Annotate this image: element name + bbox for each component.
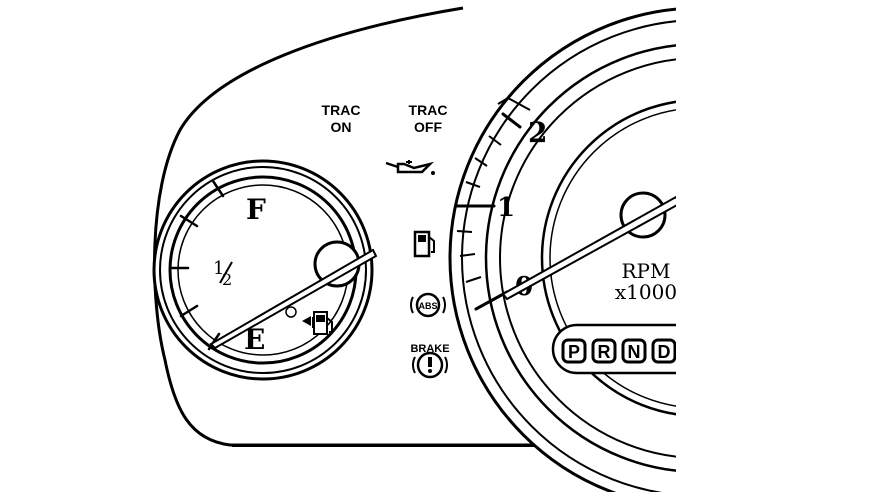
tach-unit-x1000: x1000	[615, 280, 677, 304]
svg-text:ON: ON	[331, 119, 352, 135]
brake-indicator: BRAKE	[410, 343, 450, 379]
fuel-indicator-dot	[285, 306, 297, 318]
tachometer: 2 1 0 RPM x1000 P R N D	[448, 7, 677, 492]
crop-mask	[677, 0, 880, 492]
tach-label-2: 2	[528, 116, 547, 149]
tach-ticks	[455, 112, 522, 311]
svg-text:P: P	[568, 342, 580, 362]
gear-r: R	[591, 338, 617, 364]
trac-off-indicator: TRAC OFF	[409, 102, 448, 135]
brake-warning-icon	[412, 351, 448, 379]
fuel-full-label: F	[246, 193, 266, 226]
tach-needle	[501, 195, 676, 301]
fuel-pump-icon	[413, 230, 435, 258]
svg-text:ABS: ABS	[418, 301, 437, 311]
fuel-empty-label: E	[244, 323, 265, 356]
abs-indicator: ABS	[410, 292, 446, 318]
indicator-panel: TRAC ON TRAC OFF ABS	[322, 102, 450, 379]
svg-text:1: 1	[213, 258, 224, 279]
oil-can-icon	[385, 160, 435, 175]
svg-text:BRAKE: BRAKE	[410, 343, 449, 355]
fuel-gauge: F 1 2 E	[152, 159, 378, 381]
trac-on-indicator: TRAC ON	[322, 102, 361, 135]
tach-unit-rpm: RPM	[622, 259, 671, 283]
svg-text:OFF: OFF	[414, 119, 442, 135]
svg-text:R: R	[598, 342, 611, 362]
tach-label-1: 1	[497, 193, 515, 223]
gear-p: P	[561, 338, 587, 364]
gear-d: D	[651, 338, 676, 364]
gear-n: N	[621, 338, 647, 364]
svg-text:TRAC: TRAC	[322, 102, 361, 118]
svg-text:D: D	[658, 342, 671, 362]
fuel-needle	[209, 248, 378, 350]
tach-minor-ticks	[456, 135, 502, 283]
gear-selector: P R N D	[551, 323, 676, 375]
fuel-pump-arrow-icon	[302, 311, 333, 335]
svg-text:N: N	[628, 342, 641, 362]
svg-text:TRAC: TRAC	[409, 102, 448, 118]
svg-text:2: 2	[222, 270, 232, 289]
fuel-half-label: 1 2	[213, 258, 233, 289]
